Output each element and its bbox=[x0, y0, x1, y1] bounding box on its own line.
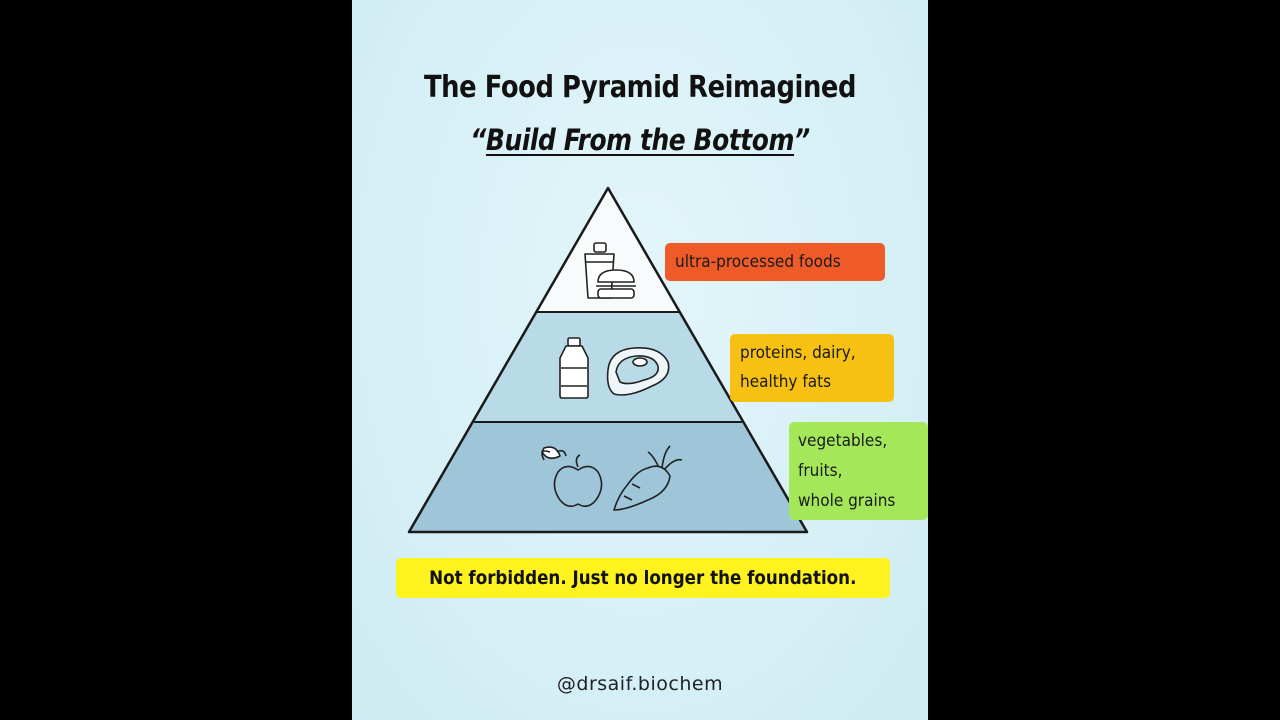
apple-icon bbox=[541, 446, 603, 508]
tier-label-middle: proteins, dairy, healthy fats bbox=[730, 334, 894, 402]
poster: The Food Pyramid Reimagined “Build From … bbox=[352, 0, 928, 720]
tier-label-bottom-line-2: fruits, bbox=[798, 461, 843, 481]
poster-subtitle: “Build From the Bottom” bbox=[392, 123, 887, 157]
pyramid-tier-top bbox=[537, 188, 679, 312]
callout-banner: Not forbidden. Just no longer the founda… bbox=[396, 558, 890, 598]
steak-icon bbox=[606, 346, 670, 396]
tier-label-bottom-line-3: whole grains bbox=[798, 491, 896, 511]
food-pyramid bbox=[407, 186, 809, 534]
tier-label-bottom-line-1: vegetables, bbox=[798, 431, 888, 451]
poster-title: The Food Pyramid Reimagined bbox=[424, 70, 856, 105]
carrot-icon bbox=[613, 445, 683, 511]
subtitle-text: Build From the Bottom bbox=[485, 123, 795, 157]
pyramid-outline bbox=[407, 186, 809, 534]
tier-label-middle-line-2: healthy fats bbox=[740, 372, 832, 392]
author-handle: @drsaif.biochem bbox=[556, 673, 724, 695]
burger-icon bbox=[596, 269, 636, 299]
tier-label-top: ultra-processed foods bbox=[665, 243, 885, 281]
tier-label-middle-line-1: proteins, dairy, bbox=[740, 343, 856, 363]
callout-text: Not forbidden. Just no longer the founda… bbox=[429, 567, 857, 589]
tier-label-top-line-1: ultra-processed foods bbox=[675, 252, 841, 272]
tier-label-bottom: vegetables, fruits, whole grains bbox=[789, 422, 928, 520]
open-quote: “ bbox=[470, 123, 486, 157]
bottle-icon bbox=[559, 337, 589, 399]
pyramid-tier-bottom bbox=[409, 422, 807, 532]
close-quote: ” bbox=[794, 123, 810, 157]
